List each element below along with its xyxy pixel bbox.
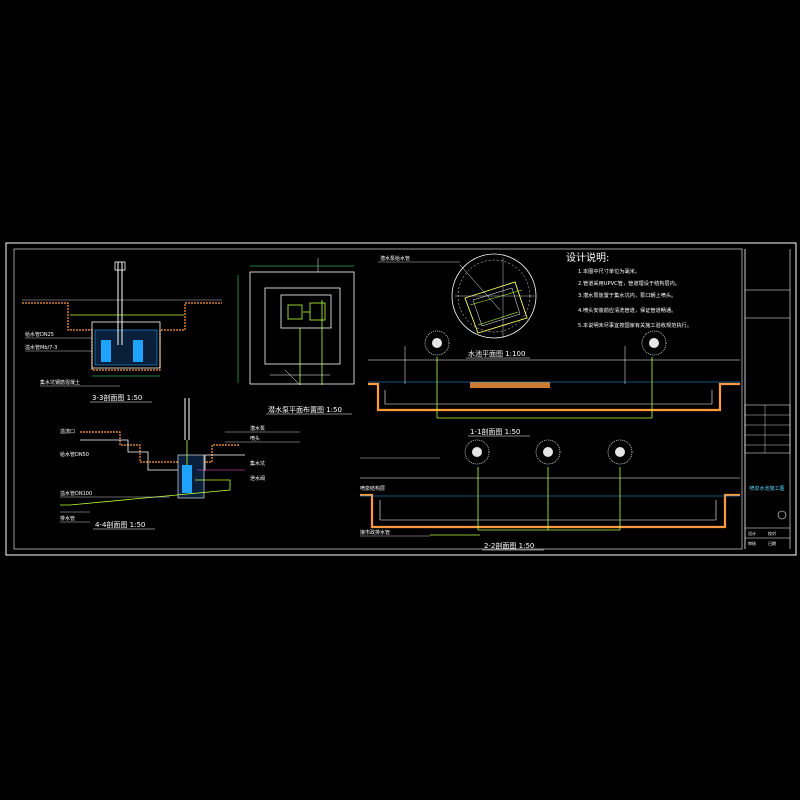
titleblock-field-2: 校对 — [768, 530, 776, 536]
section-3-3-callout-1: 给水管DN25 — [25, 331, 54, 338]
notes-item-3: 3.潜水泵放置于集水坑内，泵口朝上喷头。 — [578, 291, 676, 299]
section-4-4-callout-2: 给水管DN50 — [60, 451, 89, 458]
section-4-4-callout-6: 喷头 — [250, 435, 260, 442]
section-3-3-callout-2: 溢水管Mb/7-3 — [25, 344, 57, 351]
title-block: 喷泉水池施工图 设计 校对 审核 日期 — [744, 249, 791, 549]
pump-pit-plan-title: 潜水泵平面布置图 1:50 — [268, 405, 342, 414]
section-2-2-callout-left: 喷泉结构层 — [360, 485, 385, 492]
titleblock-field-3: 审核 — [748, 540, 756, 546]
spray-nozzle-3 — [464, 439, 490, 465]
spray-nozzle-4 — [535, 439, 561, 465]
section-1-1-drawing — [368, 346, 740, 419]
fountain-plan-callout: 潜水泵给水管 — [380, 255, 410, 262]
fountain-plan-title: 水池平面图 1:100 — [468, 349, 525, 358]
section-4-4-callout-8: 泄水阀 — [250, 475, 265, 482]
fountain-plan-drawing — [378, 253, 537, 339]
section-4-4-title: 4-4剖面图 1:50 — [95, 520, 145, 529]
section-2-2-title: 2-2剖面图 1:50 — [484, 541, 534, 550]
section-4-4-callout-5: 潜水泵 — [250, 425, 265, 432]
sheet-inner-frame — [13, 248, 743, 550]
titleblock-field-4: 日期 — [768, 540, 776, 546]
section-2-2-callout-bottom: 接市政排水管 — [360, 529, 390, 536]
spray-nozzle-1 — [424, 330, 450, 356]
titleblock-field-1: 设计 — [748, 530, 756, 536]
section-2-2-drawing — [360, 457, 740, 537]
spray-nozzle-5 — [607, 439, 633, 465]
section-1-1-title: 1-1剖面图 1:50 — [470, 427, 520, 436]
section-3-3-callout-3: 集水坑钢筋混凝土 — [40, 379, 80, 386]
notes-item-5: 5.本说明未尽事宜按国家有关施工验收规范执行。 — [578, 321, 692, 329]
section-4-4-drawing — [60, 398, 300, 523]
sheet-frame — [5, 242, 797, 556]
section-4-4-callout-1: 溢流口 — [60, 428, 75, 435]
section-4-4-callout-3: 溢水管DN100 — [60, 490, 92, 497]
section-3-3-drawing — [22, 261, 222, 387]
titleblock-stamp — [777, 510, 787, 520]
titleblock-project: 喷泉水池施工图 — [749, 485, 784, 492]
notes-item-4: 4.喷头安装前应清洗管道，保证管道畅通。 — [578, 306, 676, 314]
spray-nozzle-2 — [641, 330, 667, 356]
notes-item-1: 1.本图中尺寸单位为毫米。 — [578, 267, 640, 275]
section-4-4-callout-4: 排水管 — [60, 515, 75, 522]
section-3-3-title: 3-3剖面图 1:50 — [92, 393, 142, 402]
section-4-4-callout-7: 集水坑 — [250, 460, 265, 467]
notes-heading: 设计说明: — [566, 251, 609, 264]
pump-pit-plan-drawing — [237, 258, 355, 386]
notes-item-2: 2.管道采用UPVC管，管道埋设于结构层内。 — [578, 279, 680, 287]
